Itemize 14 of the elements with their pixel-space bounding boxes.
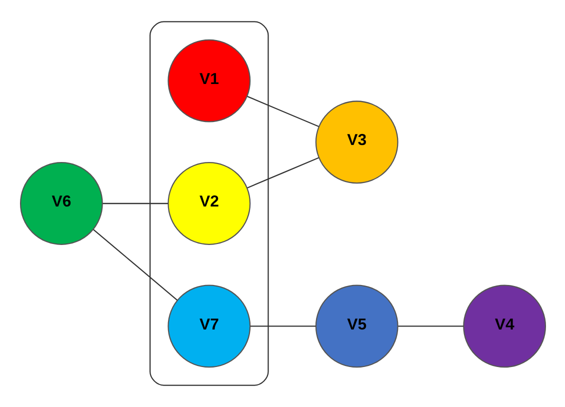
connector <box>398 326 463 327</box>
node-circle: V7 <box>167 284 250 368</box>
node-circle: V3 <box>314 100 398 184</box>
node-circle: V5 <box>314 284 398 368</box>
connector <box>250 326 316 327</box>
connector <box>246 157 318 188</box>
connector <box>246 96 318 128</box>
node-circle: V4 <box>462 284 546 368</box>
connector <box>92 229 178 301</box>
cluster <box>149 21 268 386</box>
node-circle: V6 <box>19 162 102 245</box>
node-circle: V1 <box>167 39 250 122</box>
connector <box>102 202 168 204</box>
node-circle: V2 <box>167 162 250 245</box>
